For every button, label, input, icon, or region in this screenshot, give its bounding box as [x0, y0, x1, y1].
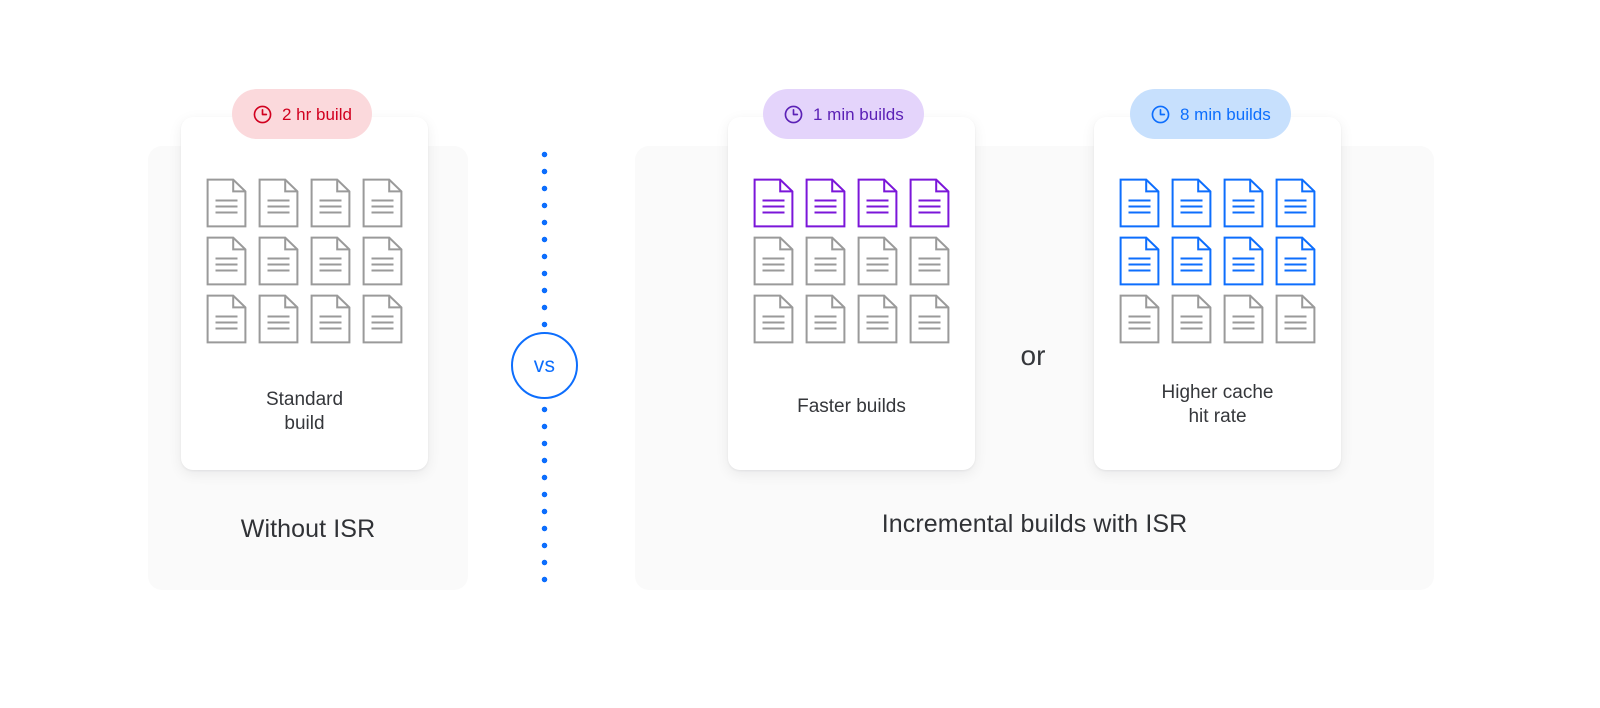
- card-caption-line2: hit rate: [1188, 406, 1247, 427]
- document-icon: [1274, 236, 1317, 286]
- document-grid-standard: [181, 178, 428, 352]
- document-icon: [205, 178, 248, 228]
- vs-label: vs: [533, 353, 556, 377]
- card-higher-cache-hit-rate[interactable]: [1094, 117, 1341, 470]
- document-icon: [1170, 178, 1213, 228]
- clock-icon: [1150, 104, 1171, 125]
- document-icon: [752, 236, 795, 286]
- vs-badge: vs: [511, 332, 578, 399]
- document-icon: [752, 294, 795, 344]
- card-caption-cache: Higher cache hit rate: [1094, 381, 1341, 429]
- document-icon: [856, 294, 899, 344]
- badge-1-min-builds[interactable]: 1 min builds: [763, 89, 924, 139]
- badge-2-hr-build[interactable]: 2 hr build: [232, 89, 372, 139]
- card-caption-line1: Faster builds: [797, 396, 906, 417]
- document-icon: [205, 236, 248, 286]
- badge-label: 1 min builds: [813, 104, 904, 124]
- caption-without-isr: Without ISR: [240, 515, 376, 543]
- document-icon: [1222, 178, 1265, 228]
- clock-icon: [783, 104, 804, 125]
- document-icon: [804, 294, 847, 344]
- document-icon: [908, 236, 951, 286]
- clock-icon: [252, 104, 273, 125]
- document-icon: [908, 178, 951, 228]
- document-icon: [309, 178, 352, 228]
- document-icon: [1118, 178, 1161, 228]
- or-connector: or: [1020, 340, 1046, 371]
- document-icon: [856, 236, 899, 286]
- document-icon: [1274, 178, 1317, 228]
- document-icon: [856, 178, 899, 228]
- document-icon: [361, 294, 404, 344]
- document-icon: [361, 178, 404, 228]
- document-icon: [1222, 294, 1265, 344]
- document-icon: [1222, 236, 1265, 286]
- document-icon: [205, 294, 248, 344]
- badge-8-min-builds[interactable]: 8 min builds: [1130, 89, 1291, 139]
- document-icon: [257, 178, 300, 228]
- document-icon: [309, 294, 352, 344]
- document-icon: [257, 236, 300, 286]
- document-icon: [752, 178, 795, 228]
- document-icon: [309, 236, 352, 286]
- card-standard-build[interactable]: [181, 117, 428, 470]
- document-icon: [908, 294, 951, 344]
- document-icon: [1170, 236, 1213, 286]
- document-icon: [1118, 236, 1161, 286]
- document-grid-cache: [1094, 178, 1341, 352]
- card-faster-builds[interactable]: [728, 117, 975, 470]
- document-icon: [361, 236, 404, 286]
- caption-incremental-isr: Incremental builds with ISR: [881, 510, 1188, 538]
- document-icon: [1118, 294, 1161, 344]
- document-icon: [1170, 294, 1213, 344]
- card-caption-line2: build: [284, 413, 325, 434]
- document-icon: [257, 294, 300, 344]
- document-icon: [804, 236, 847, 286]
- card-caption-standard: Standard build: [181, 388, 428, 436]
- badge-label: 8 min builds: [1180, 104, 1271, 124]
- card-caption-line1: Higher cache: [1161, 382, 1274, 403]
- document-grid-faster: [728, 178, 975, 352]
- badge-label: 2 hr build: [282, 104, 352, 124]
- card-caption-faster: Faster builds: [728, 395, 975, 419]
- document-icon: [1274, 294, 1317, 344]
- card-caption-line1: Standard: [265, 389, 344, 410]
- document-icon: [804, 178, 847, 228]
